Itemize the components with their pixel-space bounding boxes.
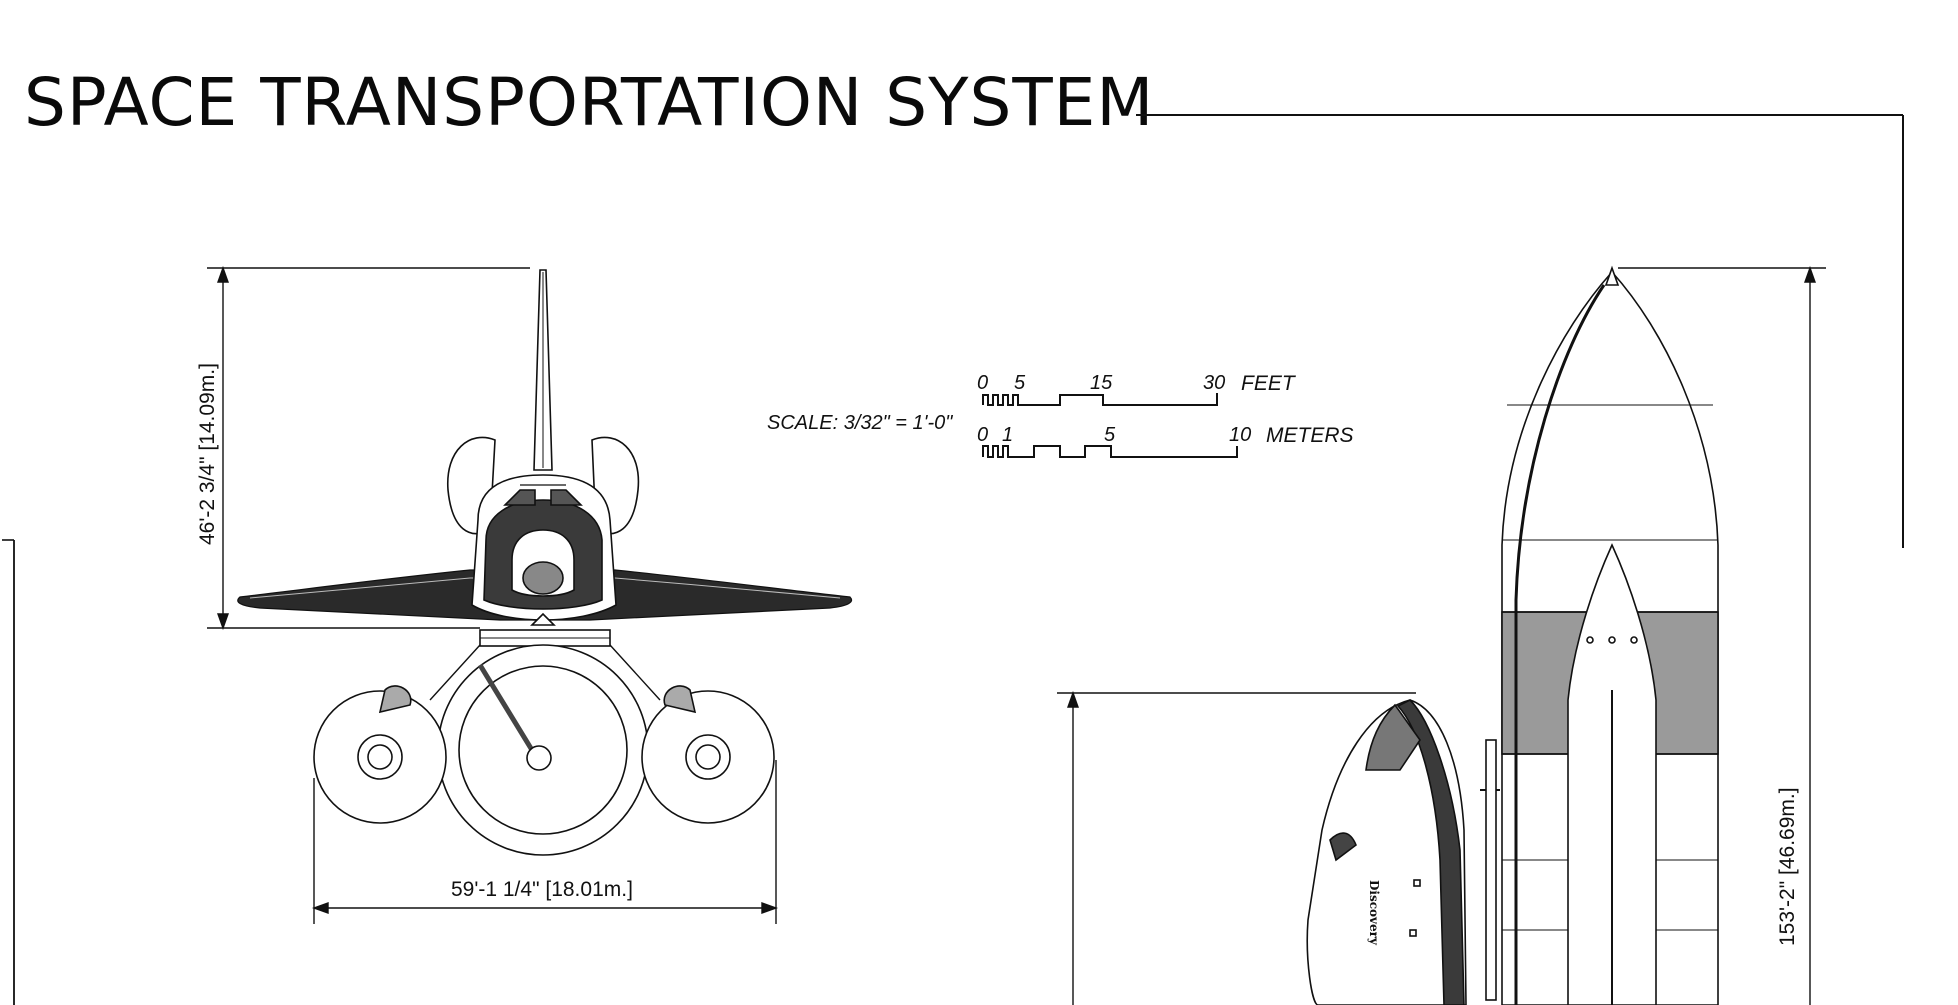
orbiter-front-view <box>237 269 853 626</box>
orbiter-name-text: Discovery <box>1367 880 1381 946</box>
scale-meters-tick-0: 0 <box>977 424 989 446</box>
solid-rocket-booster-left-front <box>313 685 447 824</box>
page-title: SPACE TRANSPORTATION SYSTEM <box>24 64 1155 141</box>
scale-feet-tick-30: 30 <box>1203 372 1226 394</box>
scale-bar-meters <box>982 445 1238 458</box>
side-height-dimension <box>1618 265 1826 1005</box>
solid-rocket-booster-right-front <box>641 685 775 824</box>
scale-feet-tick-0: 0 <box>977 372 989 394</box>
scale-feet-tick-15: 15 <box>1090 372 1113 394</box>
scale-meters-tick-10: 10 <box>1229 424 1252 446</box>
front-height-dimension <box>207 265 530 631</box>
orbiter-side-view: Discovery <box>1306 699 1500 1005</box>
front-width-dimension <box>311 760 779 924</box>
orbiter-side-dimension <box>1057 690 1416 1005</box>
strut-connectors <box>429 644 661 701</box>
external-tank-front <box>437 629 649 856</box>
scale-bar-feet <box>982 393 1218 406</box>
frame-lines <box>2 114 1904 1005</box>
stack-side-view <box>1501 265 1719 1005</box>
front-width-dimension-label: 59'-1 1/4" [18.01m.] <box>451 878 633 901</box>
scale-feet-unit: FEET <box>1241 372 1295 395</box>
scale-feet-tick-5: 5 <box>1014 372 1026 394</box>
scale-meters-tick-5: 5 <box>1104 424 1116 446</box>
scale-meters-unit: METERS <box>1266 424 1354 447</box>
scale-meters-tick-1: 1 <box>1002 424 1014 446</box>
scale-label: SCALE: 3/32" = 1'-0" <box>767 412 953 434</box>
